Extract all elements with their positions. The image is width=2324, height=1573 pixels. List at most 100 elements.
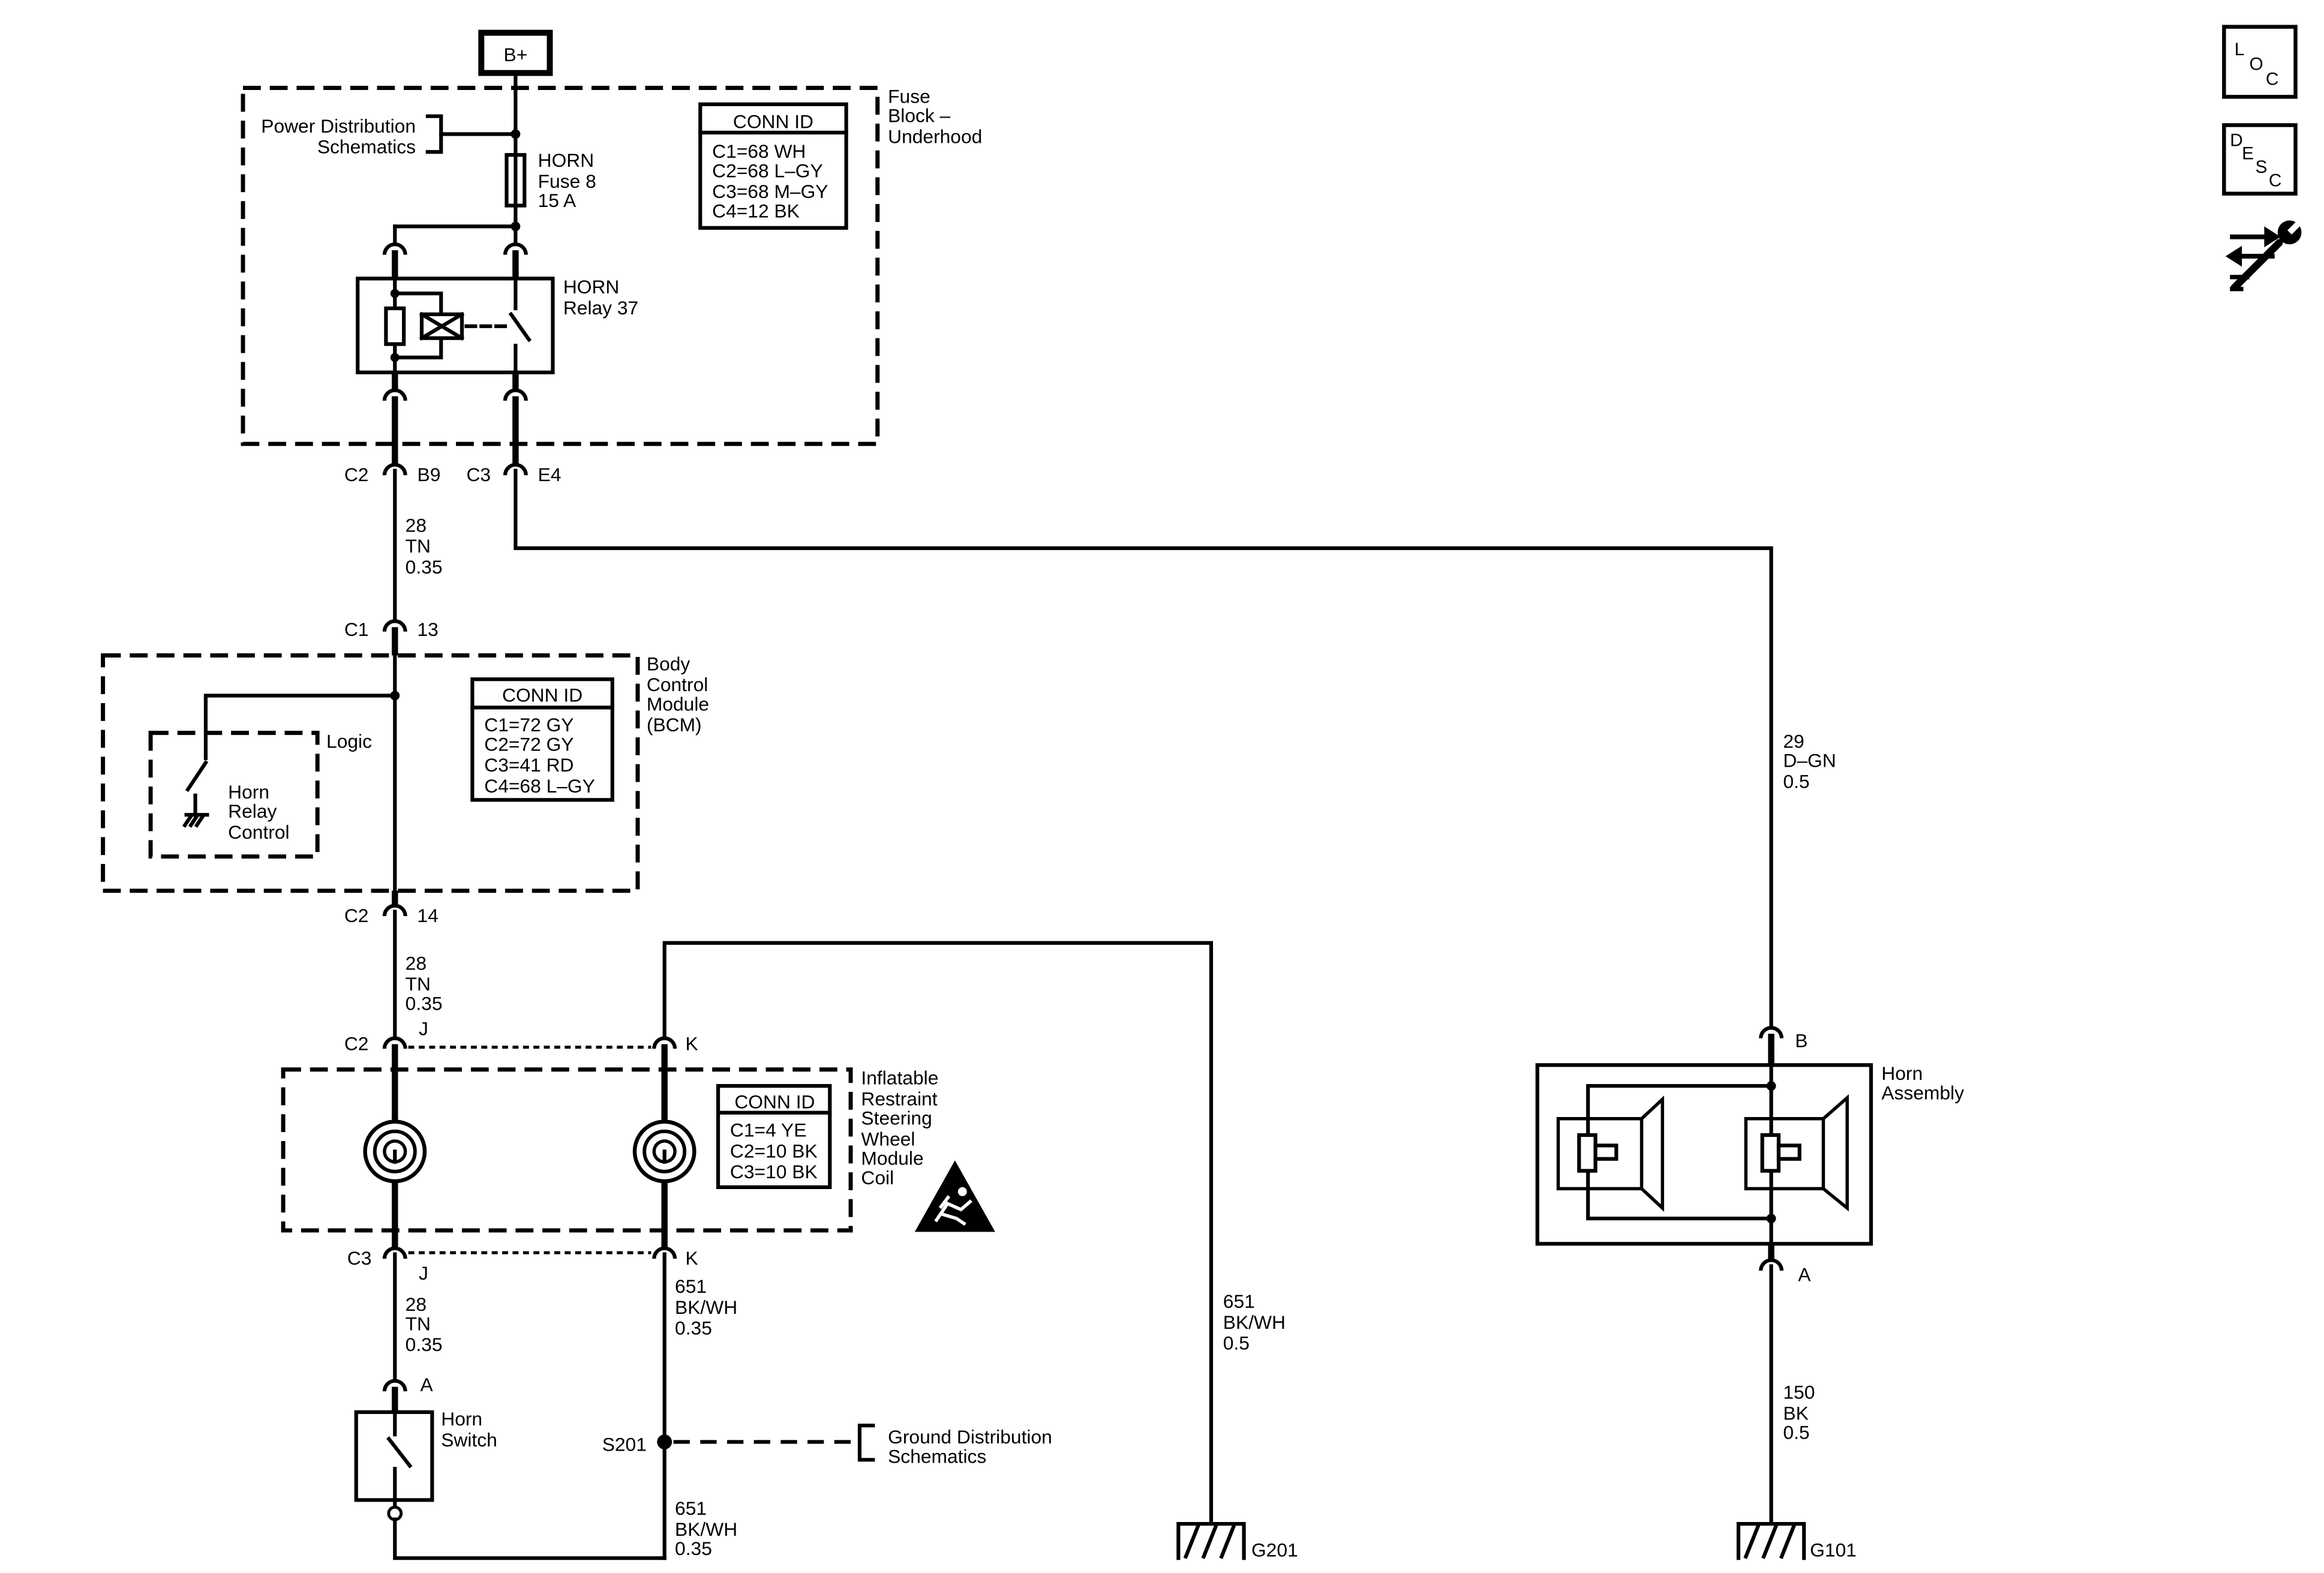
conn-id-header: CONN ID [502,684,582,706]
wire-gauge: 0.5 [1783,770,1809,792]
icon-letter: E [2242,144,2254,164]
wire-gauge: 0.35 [406,556,443,578]
wire-relay-to-horn [514,469,1773,1030]
horn-speaker-right [1744,1094,1849,1212]
conn-id-row: C3=41 RD [484,754,574,776]
wire-gauge: 0.35 [675,1317,712,1339]
horn-fuse: HORN Fuse 8 15 A [505,149,596,211]
horn-switch-label: Switch [441,1429,497,1451]
icon-letter: S [2255,157,2267,177]
conn-id-header: CONN ID [734,1091,815,1112]
tools-icon[interactable] [2225,217,2305,292]
connector-pin: 14 [418,905,439,926]
speaker-magnet [1593,1143,1619,1161]
connector-symbol [382,619,407,632]
bcm-title: Control [647,674,708,695]
coil-module-boundary [281,1067,853,1233]
control-switch [185,760,209,792]
connector-symbol [652,1036,677,1049]
splice-s201: S201 Ground Distribution Schematics [602,1424,1052,1467]
icon-letter: C [2266,70,2279,89]
conn-id-header: CONN ID [733,111,813,133]
conn-id-row: C4=68 L–GY [484,775,595,797]
speaker-coil [1760,1133,1781,1173]
fuse-label: HORN [538,149,594,171]
conn-id-box [698,102,848,230]
ground-hatch [1183,1524,1236,1559]
connector-pin: B [1795,1030,1807,1052]
connector-pin: A [1798,1263,1811,1285]
warning-figure [934,1195,972,1226]
bcm-logic: Logic Horn Relay Control [148,730,372,859]
connector-id: C3 [347,1247,372,1269]
fuse-label: Fuse 8 [538,170,596,192]
coil-module-conn-id-table: CONN ID C1=4 YE C2=10 BK C3=10 BK [716,1083,832,1190]
connector-symbol [382,242,407,255]
speaker-cone [1640,1095,1665,1212]
ground-symbol [1176,1521,1246,1560]
description-icon[interactable]: D E S C [2222,123,2298,196]
airbag-warning-icon [914,1160,995,1232]
horn-relay: HORN Relay 37 [356,276,638,374]
fuse-block-connectors: C2 B9 C3 E4 [344,463,562,485]
conn-id-row: C1=4 YE [730,1119,806,1140]
junction-dot [1766,1214,1776,1224]
fuse-block-conn-id-table: CONN ID C1=68 WH C2=68 L–GY C3=68 M–GY C… [698,102,848,230]
wire-gauge: 0.5 [1783,1422,1809,1443]
splice-dot [657,1434,672,1449]
junction-dot [511,221,521,232]
speaker-cone [1822,1094,1849,1212]
connector-pin: K [685,1247,698,1269]
location-icon[interactable]: L O C [2222,25,2298,99]
wire-gauge: 0.35 [406,1334,443,1355]
fuse-block-boundary [241,86,880,446]
battery-label: B+ [504,44,528,65]
connector-id: C2 [344,464,369,485]
ground-g201: G201 [1176,1521,1298,1561]
connector-pin: A [420,1374,433,1395]
wire-gauge: 0.5 [1223,1332,1250,1354]
bcm-title: (BCM) [647,714,702,736]
clockspring-coil-left [363,1119,427,1184]
wire-color: BK/WH [675,1296,737,1318]
icon-letter: O [2250,55,2263,74]
coil-ring [373,1129,417,1173]
fuse-block-title: Block – [888,105,951,127]
icon-letter: D [2230,130,2243,150]
horn-switch-contact [386,1410,413,1502]
speaker-body [1556,1116,1644,1191]
junction-dot [1766,1081,1776,1091]
horn-assembly-label: Horn [1881,1062,1923,1084]
conn-id-box [716,1083,832,1190]
wire-coil-to-g201 [662,941,1214,1524]
speaker-coil [1577,1133,1598,1173]
connector-symbol [382,1036,407,1049]
connector-symbol [382,1246,407,1259]
ground-symbol [182,813,209,828]
horn-assembly-label: Assembly [1881,1082,1964,1103]
fuse-label: 15 A [538,190,577,211]
connector-symbol [503,388,528,401]
wire-label-coil-to-splice: 651 BK/WH 0.35 [675,1275,737,1339]
connector-pin: J [419,1262,428,1284]
connector-id: C2 [344,1032,369,1054]
wire-color: BK [1783,1402,1808,1424]
wire-label-switch-to-splice: 651 BK/WH 0.35 [675,1497,737,1559]
wire-circuit: 29 [1783,730,1804,752]
steering-wheel-module-coil: C2 J K Inflatable Restraint Steering Whe… [281,1018,995,1284]
wire-circuit: 651 [1223,1290,1255,1312]
wire-circuit: 150 [1783,1381,1815,1403]
icon-letter: C [2269,170,2282,190]
horn-assembly: B Horn Assembly A [1535,1026,1964,1285]
wire-label-relay-to-horn: 29 D–GN 0.5 [1783,730,1836,792]
ground-hatch [1743,1524,1796,1559]
wire-color: TN [406,535,431,557]
control-label: Relay [228,800,277,822]
connector-pin: J [419,1018,428,1040]
connector-symbol [503,242,528,255]
conn-id-row: C2=72 GY [484,733,574,755]
connector-pin: E4 [538,464,562,485]
connector-symbol [382,463,407,476]
wrench-handle [2230,239,2283,292]
